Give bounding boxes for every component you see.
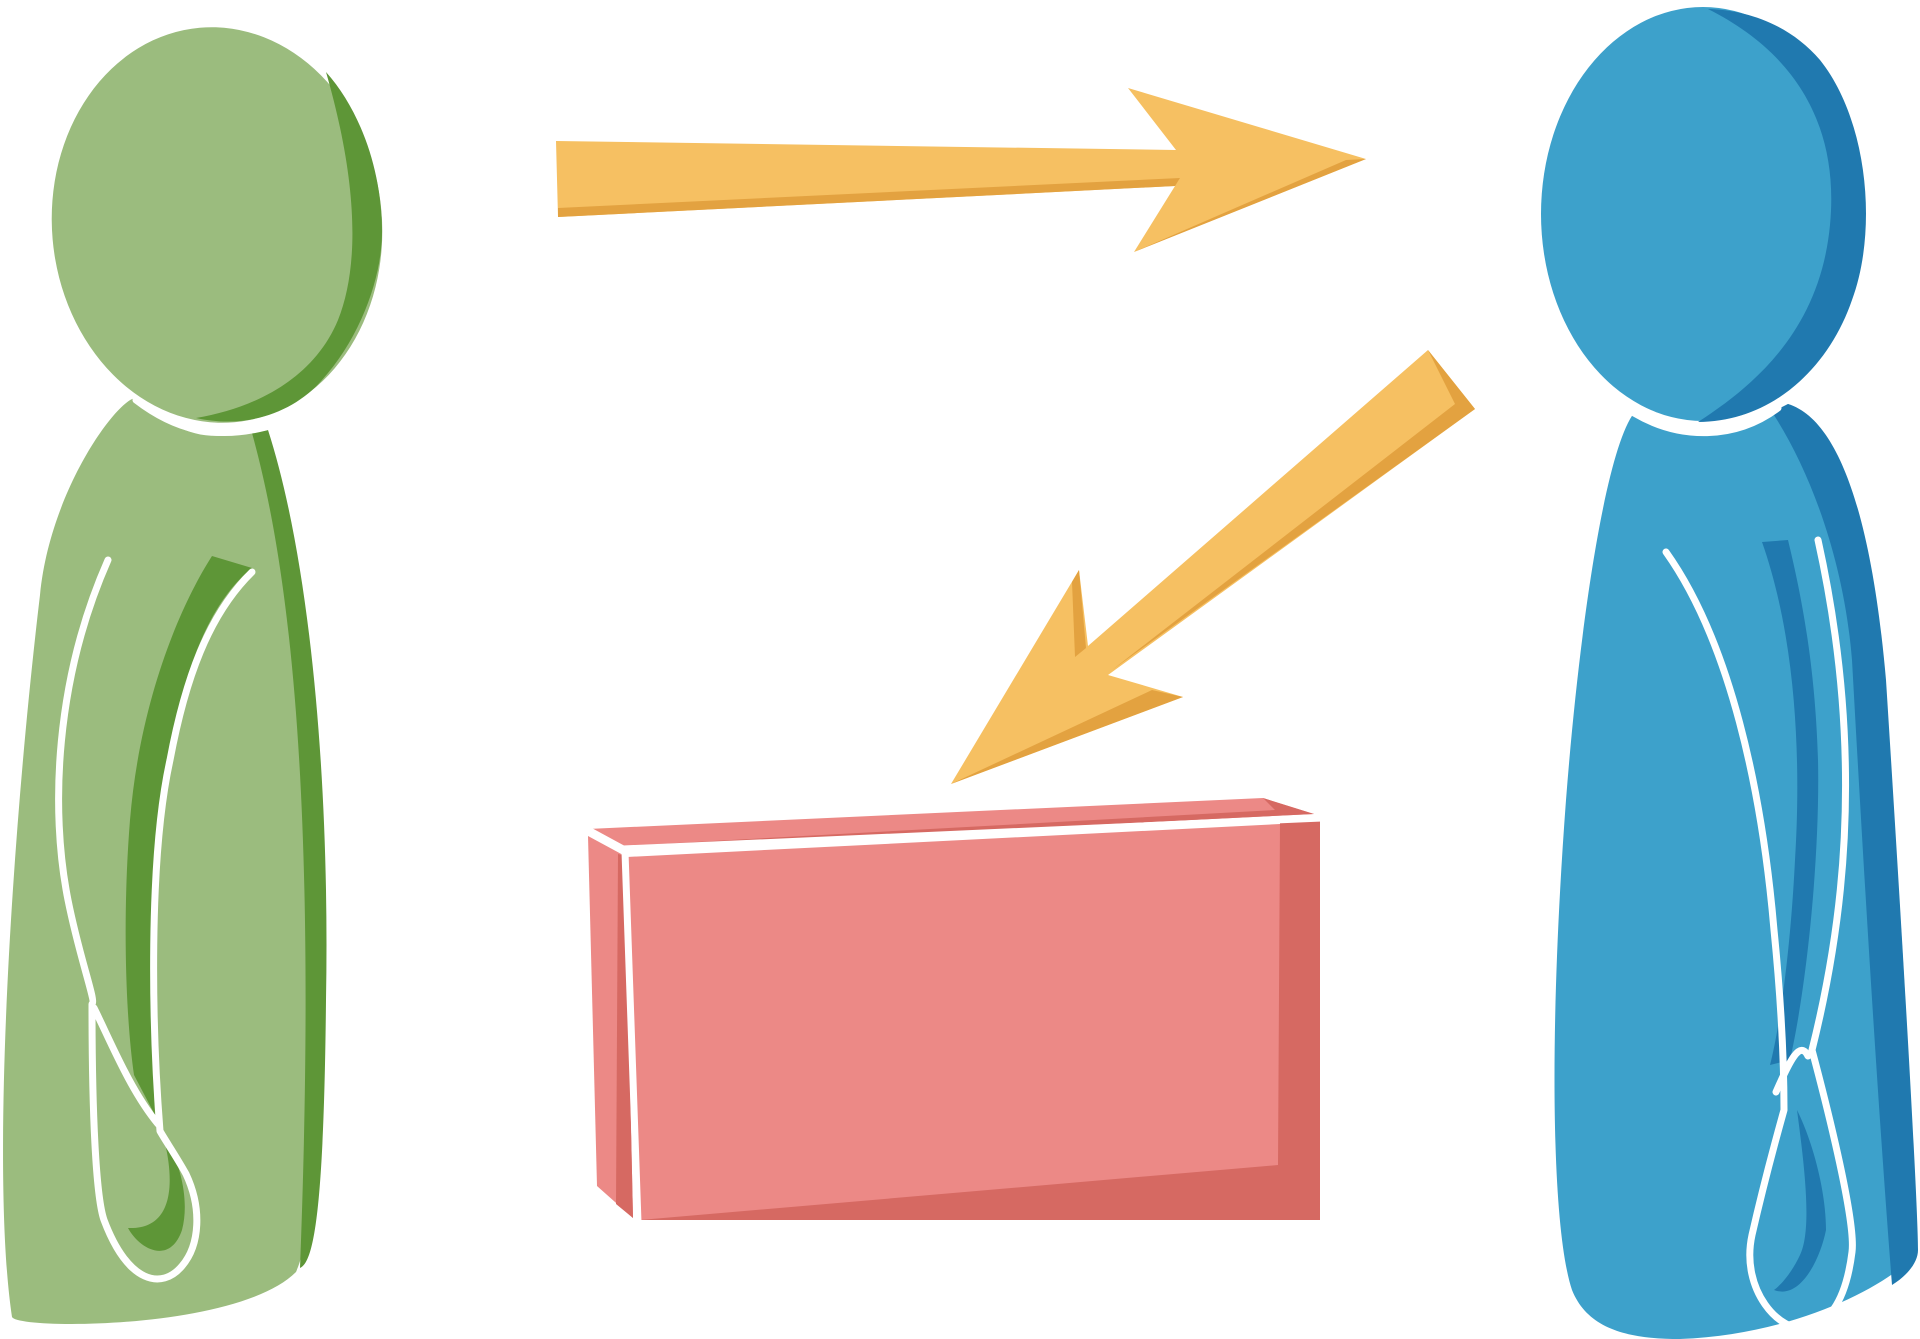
arrow-to-right-body	[556, 88, 1366, 252]
left-figure-head-shade	[196, 72, 382, 422]
left-figure-head	[51, 27, 383, 423]
left-figure-arm-shade	[125, 556, 252, 1115]
left-figure-body-shade	[252, 430, 327, 1268]
box-lid	[588, 798, 1314, 848]
box-front	[627, 822, 1320, 1220]
left-figure-body	[3, 398, 323, 1325]
right-figure-arm-shade	[1762, 540, 1819, 1065]
right-figure-arm-outline	[1662, 536, 1856, 1333]
arrow-to-right-shade	[558, 178, 1180, 217]
box-left-side-shade	[616, 854, 633, 1218]
box-front-shade-right	[640, 820, 1320, 1220]
box-edge-outline	[621, 848, 642, 1226]
right-figure-body-shade	[1772, 404, 1918, 1285]
arrow-to-left-barb-shade	[1072, 570, 1086, 657]
left-figure-neck-outline	[132, 396, 270, 436]
right-figure-wrist-outline	[1772, 1046, 1812, 1096]
left-person-figure	[3, 27, 383, 1325]
left-figure-forearm-outline	[90, 1004, 162, 1128]
arrow-to-left-body	[951, 350, 1475, 784]
box-top-outline	[584, 814, 1326, 853]
right-figure-neck-outline	[1630, 404, 1782, 437]
right-figure-head-shade	[1698, 9, 1866, 422]
arrow-to-left-tip-shade	[951, 690, 1183, 784]
left-figure-hand-shade	[128, 1135, 185, 1251]
arrow-to-right-tip-shade	[1134, 159, 1366, 252]
arrow-to-right	[556, 88, 1366, 252]
left-figure-arm-outline	[55, 556, 256, 1283]
box	[584, 798, 1326, 1226]
right-figure-hand-shade	[1774, 1110, 1826, 1292]
right-person-figure	[1541, 7, 1918, 1339]
right-figure-head	[1541, 7, 1865, 421]
arrow-to-left	[951, 350, 1475, 784]
